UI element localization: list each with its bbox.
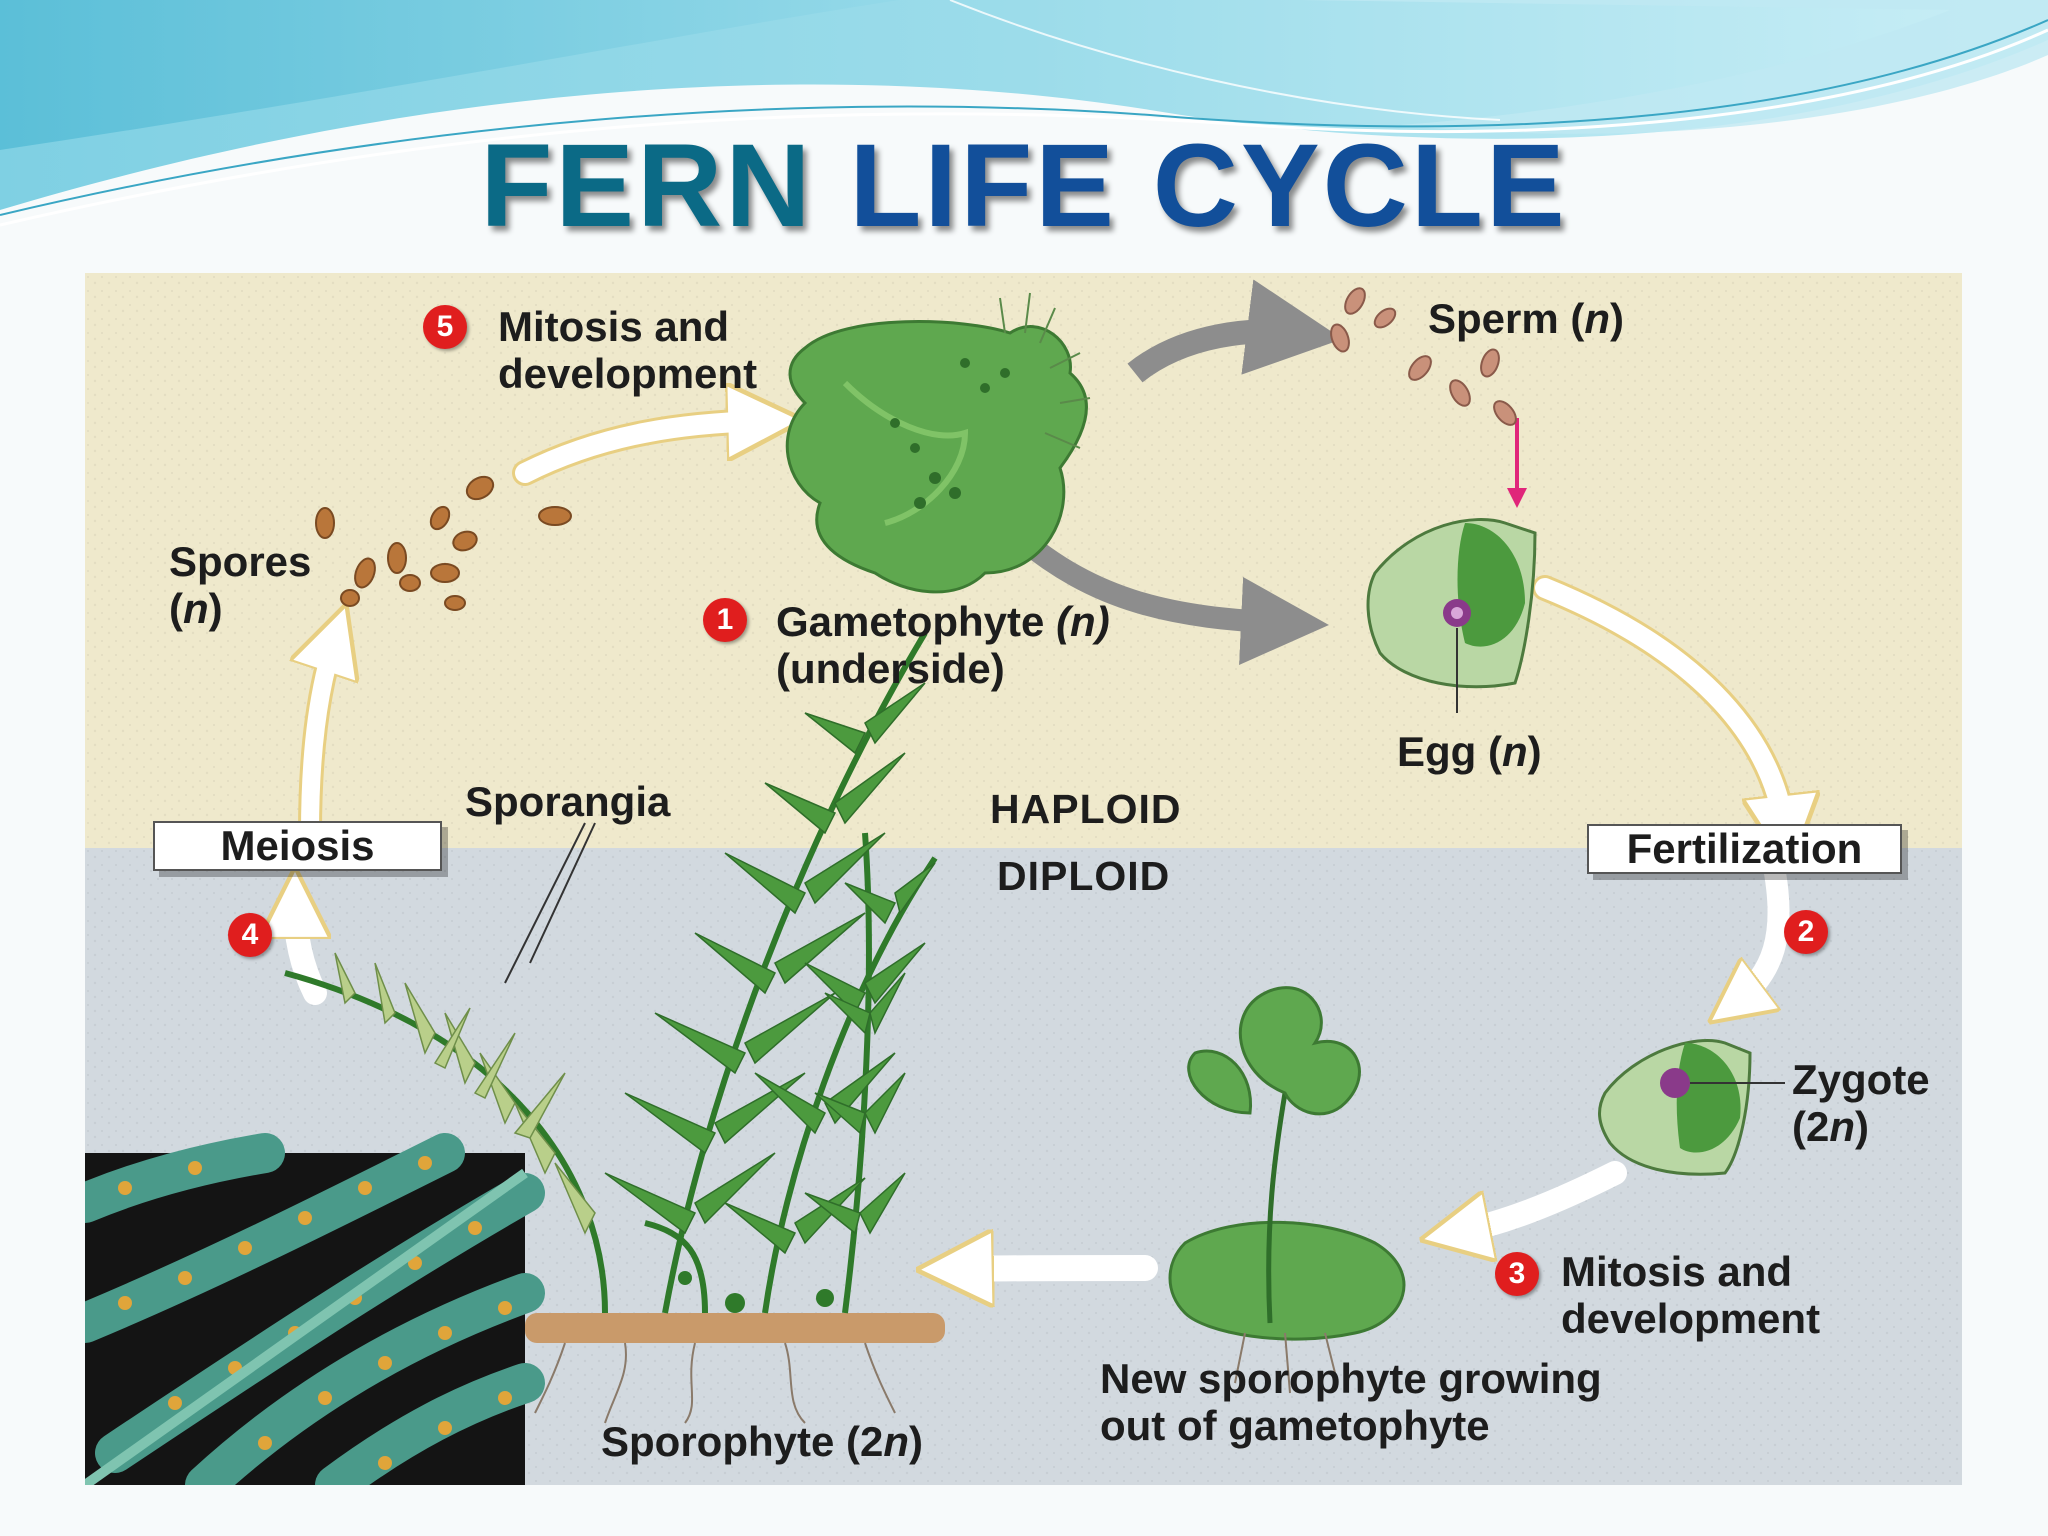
spores-line1: Spores: [169, 538, 312, 585]
young-sporophyte-icon: [1168, 986, 1406, 1394]
zygote-n: n: [1829, 1103, 1856, 1150]
title-word-life-cycle: LIFE CYCLE: [849, 120, 1568, 252]
step-5-label: Mitosis and development: [498, 303, 757, 397]
sporophyte-n: n: [883, 1418, 910, 1465]
step-3-badge: 3: [1495, 1252, 1539, 1296]
life-cycle-diagram: 5 1 2 3 4 Mitosis and development Gameto…: [85, 273, 1962, 1485]
sporophyte-label: Sporophyte (2n): [601, 1418, 923, 1465]
spores-label: Spores (n): [169, 538, 311, 632]
step-3-label: Mitosis and development: [1561, 1248, 1820, 1342]
step-1-label: Gametophyte (n) (underside): [776, 598, 1110, 692]
sperm-cells-icon: [1330, 287, 1517, 426]
new-sporophyte-line2: out of gametophyte: [1100, 1402, 1490, 1449]
spores-n: n: [183, 585, 209, 632]
step-1-line1: Gametophyte (n): [776, 598, 1110, 645]
header-wave-background: [0, 0, 2048, 227]
zygote-open: (2: [1792, 1103, 1830, 1150]
title-word-fern: FERN: [480, 120, 814, 252]
step-5-badge: 5: [423, 305, 467, 349]
zygote-archegonium-icon: [1598, 1038, 1785, 1176]
sporangia-label: Sporangia: [465, 778, 671, 825]
zygote-label: Zygote (2n): [1792, 1056, 1930, 1150]
step-1-line2: (underside): [776, 645, 1005, 692]
sori-closeup-icon: [85, 1133, 545, 1485]
spores-line2: (n): [169, 585, 311, 632]
zygote-close: ): [1855, 1103, 1870, 1150]
egg-archegonium-icon: [1366, 518, 1537, 713]
sperm-label: Sperm (n): [1428, 295, 1624, 342]
step-5-line2: development: [498, 350, 758, 397]
step-4-badge: 4: [228, 913, 272, 957]
egg-n: n: [1501, 728, 1528, 775]
step-2-badge: 2: [1784, 910, 1828, 954]
egg-close: ): [1527, 728, 1542, 775]
zygote-line1: Zygote: [1792, 1056, 1930, 1103]
new-sporophyte-label: New sporophyte growing out of gametophyt…: [1100, 1355, 1602, 1449]
step-3-line1: Mitosis and: [1561, 1248, 1793, 1295]
sperm-n: n: [1584, 295, 1611, 342]
spores-open: (: [169, 585, 183, 632]
slide-title: FERN LIFE CYCLE: [0, 118, 2048, 254]
step-3-line2: development: [1561, 1295, 1821, 1342]
spores-icon: [315, 475, 572, 611]
diagram-artwork: [85, 273, 1962, 1485]
egg-label: Egg (n): [1397, 728, 1542, 775]
sporophyte-close: ): [909, 1418, 924, 1465]
diploid-label: DIPLOID: [997, 853, 1171, 899]
egg-text: Egg (: [1397, 728, 1502, 775]
haploid-label: HAPLOID: [990, 786, 1182, 832]
gametophyte-thallus-icon: [785, 292, 1091, 594]
fertilization-box: Fertilization: [1587, 824, 1902, 874]
sperm-text: Sperm (: [1428, 295, 1585, 342]
gametophyte-ploidy: (n): [1056, 598, 1110, 645]
step-1-badge: 1: [703, 598, 747, 642]
zygote-line2: (2n): [1792, 1103, 1930, 1150]
gametophyte-text: Gametophyte: [776, 598, 1045, 645]
spores-close: ): [208, 585, 223, 632]
mature-fern-icon: [284, 631, 945, 1424]
sperm-close: ): [1610, 295, 1625, 342]
sporophyte-text: Sporophyte (2: [601, 1418, 884, 1465]
meiosis-box: Meiosis: [153, 821, 442, 871]
step-5-line1: Mitosis and: [498, 303, 730, 350]
new-sporophyte-line1: New sporophyte growing: [1100, 1355, 1602, 1402]
